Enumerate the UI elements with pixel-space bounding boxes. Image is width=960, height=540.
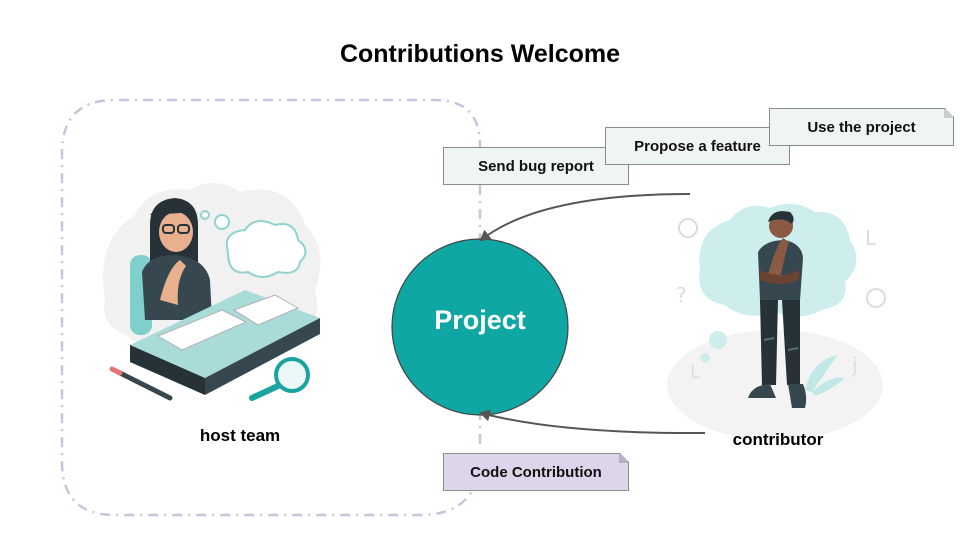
action-note-bug-report-label: Send bug report: [478, 157, 594, 175]
contributor-to-project-arrow-top: [479, 193, 691, 242]
action-note-code-contribution: Code Contribution: [443, 453, 629, 491]
diagram-title: Contributions Welcome: [339, 40, 621, 68]
svg-text:j: j: [851, 353, 858, 377]
svg-text:L: L: [690, 362, 700, 383]
action-note-bug-report: Send bug report: [443, 147, 629, 185]
action-note-propose-feature: Propose a feature: [605, 127, 790, 165]
svg-text:L: L: [865, 226, 877, 250]
action-note-propose-feature-label: Propose a feature: [634, 137, 761, 155]
project-label: Project: [434, 305, 526, 335]
host-team-caption: host team: [199, 426, 281, 445]
contributor-to-project-arrow-bottom: [479, 409, 706, 435]
contributor-caption: contributor: [732, 430, 824, 449]
svg-text:?: ?: [676, 283, 687, 307]
contributor-illustration: ? L j L: [667, 203, 886, 440]
action-note-use-project: Use the project: [769, 108, 954, 146]
host-team-boundary: [60, 98, 482, 517]
host-team-illustration: [103, 182, 321, 401]
action-note-use-project-label: Use the project: [807, 118, 916, 136]
action-note-code-contribution-label: Code Contribution: [470, 463, 602, 481]
